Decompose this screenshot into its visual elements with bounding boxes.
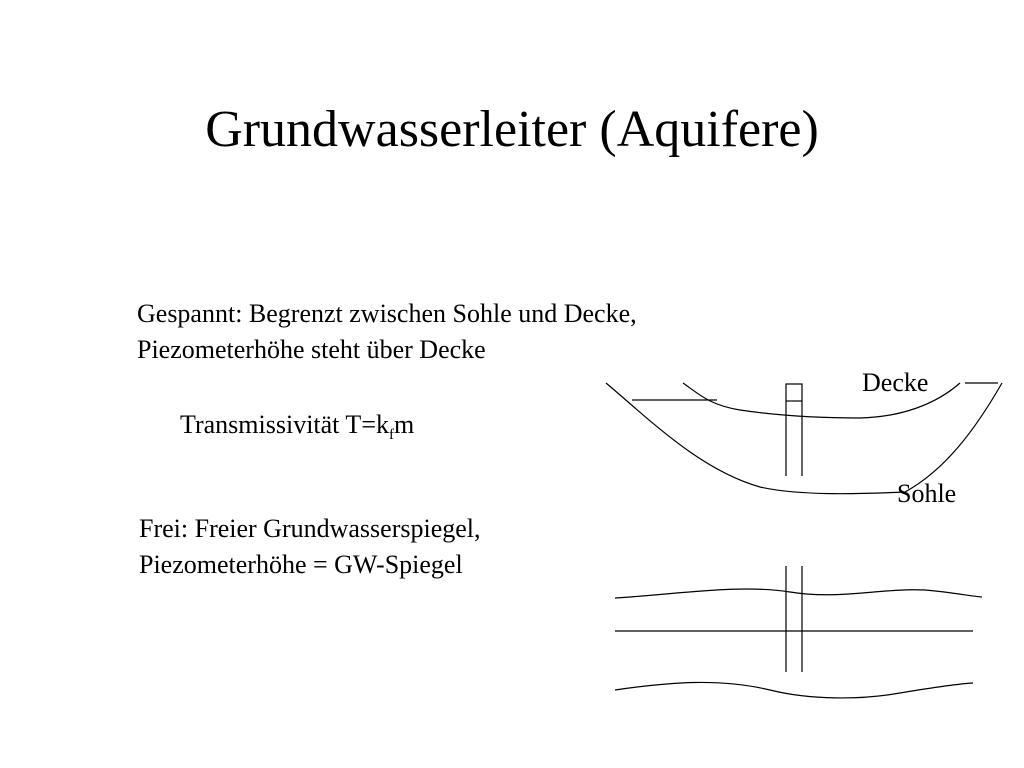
aquifer-bottom-sohle [605, 382, 1003, 495]
unconfined-aquifer-diagram [614, 566, 983, 699]
confined-aquifer-description: Gespannt: Begrenzt zwischen Sohle und De… [137, 296, 637, 368]
transmissivity-prefix: Transmissivität T=k [180, 410, 389, 439]
confined-line-1: Gespannt: Begrenzt zwischen Sohle und De… [137, 299, 637, 328]
unconfined-aquifer-description: Frei: Freier Grundwasserspiegel, Piezome… [139, 511, 481, 583]
ground-surface [614, 588, 983, 599]
confined-aquifer-diagram [605, 382, 1003, 495]
transmissivity-subscript: f [388, 427, 394, 443]
unconfined-line-2: Piezometerhöhe = GW-Spiegel [139, 550, 463, 579]
transmissivity-suffix: m [393, 410, 415, 439]
label-sohle: Sohle [897, 479, 957, 508]
transmissivity-formula: Transmissivität T=kfm [180, 407, 414, 453]
slide-title: Grundwasserleiter (Aquifere) [205, 101, 819, 158]
piezometer-cap [785, 383, 803, 402]
unconfined-line-1: Frei: Freier Grundwasserspiegel, [139, 514, 481, 543]
unconfined-aquifer-bottom [614, 681, 974, 699]
label-decke: Decke [862, 368, 929, 397]
confined-line-2: Piezometerhöhe steht über Decke [137, 335, 486, 364]
